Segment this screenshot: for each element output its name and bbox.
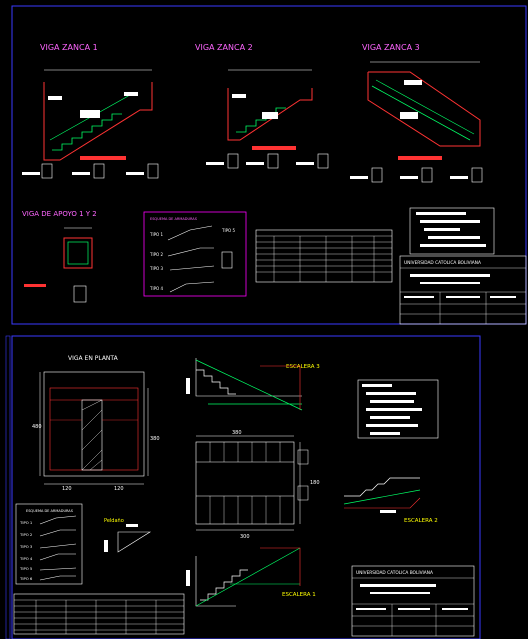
sheet2-legend-tipo-6: TIPO 6 [19,576,33,581]
sheet1-title-block [399,255,527,325]
viga-zanca-2-title: VIGA ZANCA 2 [195,43,253,52]
sheet1-notes-lines [416,212,486,247]
sheet2-legend-box [15,503,83,585]
viga-planta-title: VIGA EN PLANTA [68,355,119,362]
sheet1-legend-box [143,211,247,297]
sheet2-title-block-grid [352,577,474,636]
sheet1-legend-tipo-5: TIPO 5 [221,228,235,233]
zanca-sections-row [22,153,483,183]
viga-zanca-2-drawing [227,69,313,150]
escalera-3-drawing [186,358,303,411]
planta-dim-120-right: 120 [114,486,124,492]
plan-dim-300: 300 [240,534,250,540]
sheet2-frame [11,335,481,639]
sheet2-legend-bars [39,515,77,581]
peldano-drawing [104,524,152,553]
sheet1-legend-tipo-2: TIPO 2 [149,252,163,257]
viga-zanca-3-title: VIGA ZANCA 3 [362,43,420,52]
sheet2-title-block-text [356,584,468,610]
planta-dim-480: 480 [32,424,42,430]
planta-dim-120-left: 120 [62,486,72,492]
viga-planta-drawing [39,371,149,485]
viga-apoyo-title: VIGA DE APOYO 1 Y 2 [22,210,97,218]
plan-dim-180: 180 [310,480,320,486]
escalera-2-title: ESCALERA 2 [404,518,438,524]
sheet1-rebar-table [255,229,393,283]
viga-zanca-1-title: VIGA ZANCA 1 [40,43,98,52]
sheet1-legend-tipo-1: TIPO 1 [149,232,163,237]
sheet2-notes-box [357,379,439,439]
peldano-title: Peldaño [104,518,124,524]
sheet1-legend-tipo-3: TIPO 3 [149,266,163,271]
sheet2-legend-tipo-2: TIPO 2 [19,532,33,537]
sheet2-title-block [351,565,475,637]
sheet1-legend-bars [167,225,233,293]
viga-zanca-3-drawing [367,61,481,160]
sheet1-title-block-grid [400,267,526,324]
plan-dim-380: 380 [232,430,242,436]
sheet2-margin [5,335,11,639]
sheet2-legend-tipo-3: TIPO 3 [19,544,33,549]
escalera-plan-drawing [195,435,309,531]
sheet2-notes-lines [362,384,422,435]
escalera-1-drawing [186,547,301,607]
sheet2-university: UNIVERSIDAD CATOLICA BOLIVIANA [356,570,433,576]
sheet1-legend-title: ESQUEMA DE ARMADURAS [150,217,198,221]
sheet2-rebar-table [13,593,185,635]
sheet2-legend-tipo-5: TIPO 5 [19,566,33,571]
sheet2-legend-title: ESQUEMA DE ARMADURAS [26,509,74,513]
viga-apoyo-drawing [24,227,93,303]
planta-dim-380: 380 [150,436,160,442]
sheet1-legend-tipo-4: TIPO 4 [149,286,163,291]
escalera-2-drawing [343,477,421,513]
sheet2-legend-tipo-4: TIPO 4 [19,556,33,561]
sheet1-frame [11,5,527,325]
sheet2-legend-tipo-1: TIPO 1 [19,520,33,525]
sheet1-notes-box [409,207,495,255]
sheet1-title-block-text [404,274,516,298]
escalera-1-title: ESCALERA 1 [282,592,316,598]
sheet1-university: UNIVERSIDAD CATOLICA BOLIVIANA [404,260,481,266]
escalera-3-title: ESCALERA 3 [286,364,320,370]
viga-zanca-1-drawing [43,69,153,161]
